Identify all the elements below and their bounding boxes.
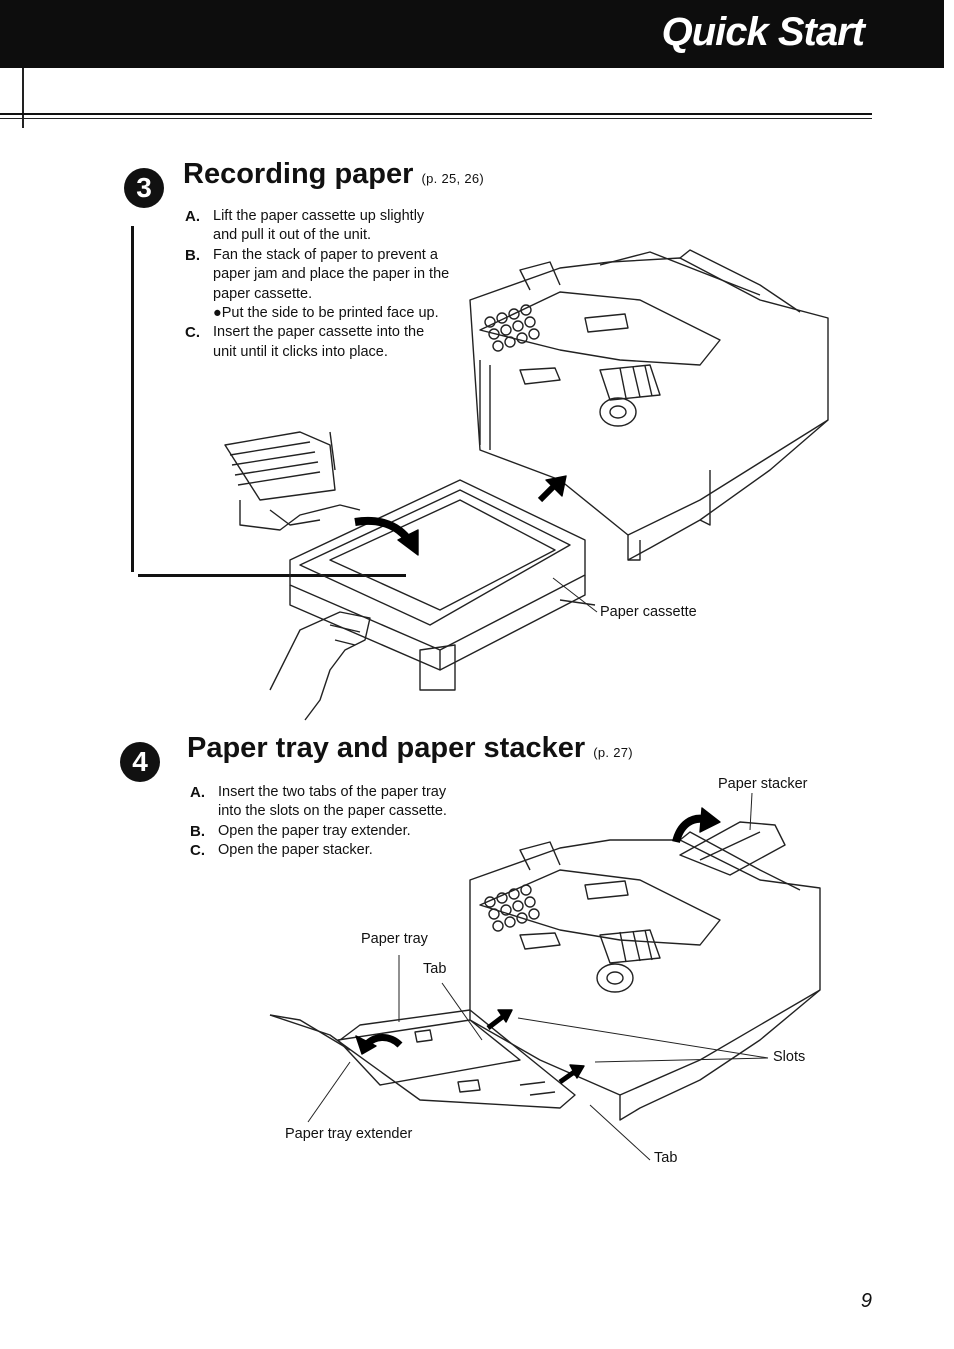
step-4c: C. Open the paper stacker.	[190, 842, 373, 860]
open-extender-arrow-icon	[355, 1034, 403, 1055]
callout-slots: Slots	[773, 1049, 806, 1065]
fax-machine-illustration-1	[469, 249, 829, 561]
section-4-title-text: Paper tray and paper stacker	[187, 732, 586, 764]
callout-tab-top: Tab	[423, 961, 447, 977]
fax-keypad-1	[484, 304, 540, 352]
step-4b: B. Open the paper tray extender.	[190, 822, 411, 840]
section-3-bracket-vertical	[131, 226, 134, 572]
fax-machine-illustration-2	[469, 821, 821, 1121]
section-4-steps: A. Insert the two tabs of the paper tray…	[190, 783, 450, 861]
step-3b: B. Fan the stack of paper to prevent a p…	[185, 246, 450, 302]
callout-paper-stacker: Paper stacker	[718, 776, 808, 792]
section-3-page-ref: (p. 25, 26)	[421, 171, 485, 186]
step-3b-note: ●Put the side to be printed face up.	[213, 305, 439, 322]
header-bar: Quick Start	[0, 0, 944, 68]
fax-keypad-2	[484, 884, 540, 932]
step-3-badge: 3	[124, 168, 164, 208]
left-margin-line	[22, 68, 24, 128]
tab-insert-arrow-icon-2	[558, 1064, 585, 1085]
step-3a: A. Lift the paper cassette up slightly a…	[185, 208, 425, 244]
header-rule	[0, 113, 872, 115]
page-header-title: Quick Start	[661, 10, 865, 54]
hand-fanning-paper-illustration	[224, 431, 361, 531]
page-number: 9	[860, 1290, 872, 1312]
callout-paper-cassette: Paper cassette	[600, 604, 697, 620]
header-rule-thin	[0, 118, 872, 119]
section-3-steps: A. Lift the paper cassette up slightly a…	[185, 207, 450, 362]
step-4a: A. Insert the two tabs of the paper tray…	[190, 784, 447, 820]
callout-leader-lines	[307, 792, 769, 1161]
callout-paper-tray: Paper tray	[361, 931, 428, 947]
section-4-title: Paper tray and paper stacker (p. 27)	[187, 732, 633, 765]
push-arrow-icon	[537, 475, 567, 503]
section-4-page-ref: (p. 27)	[593, 745, 633, 760]
paper-cassette-illustration	[289, 479, 598, 691]
tab-insert-arrow-icon-1	[486, 1009, 513, 1030]
open-stacker-arrow-icon	[672, 807, 721, 844]
section-3-title-text: Recording paper	[183, 158, 414, 190]
hand-pushing-cassette-illustration	[269, 611, 371, 721]
insert-arrow-icon	[354, 516, 419, 556]
section-3-title: Recording paper (p. 25, 26)	[183, 158, 484, 191]
step-3c: C. Insert the paper cassette into the un…	[185, 324, 425, 360]
callout-tab-bottom: Tab	[654, 1150, 678, 1166]
paper-tray-illustration	[269, 1009, 576, 1109]
callout-paper-tray-extender: Paper tray extender	[285, 1126, 413, 1142]
step-4-badge: 4	[120, 742, 160, 782]
section-3-bracket-horizontal	[138, 574, 406, 577]
